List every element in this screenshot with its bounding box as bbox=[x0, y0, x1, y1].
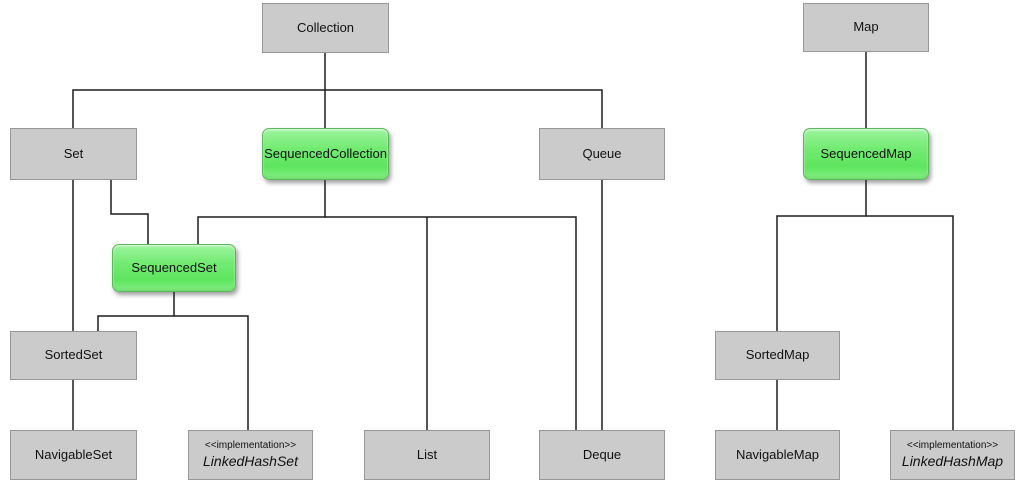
node-label-sequencedset: SequencedSet bbox=[131, 259, 217, 275]
node-deque: Deque bbox=[539, 430, 665, 480]
node-label-navigableset: NavigableSet bbox=[34, 446, 113, 462]
node-label-set: Set bbox=[63, 145, 84, 161]
node-navigablemap: NavigableMap bbox=[715, 430, 840, 480]
edge-sequencedset-to-sortedset bbox=[97, 292, 175, 331]
node-label-list: List bbox=[416, 446, 438, 462]
node-linkedhashmap: <<implementation>> LinkedHashMap bbox=[890, 430, 1015, 480]
edge-sequencedmap-to-sortedmap bbox=[776, 180, 867, 331]
node-linkedhashset: <<implementation>> LinkedHashSet bbox=[188, 430, 313, 480]
node-label-map: Map bbox=[853, 19, 879, 35]
node-sortedmap: SortedMap bbox=[715, 331, 840, 380]
edge-sequencedmap-to-linkedhashmap bbox=[866, 215, 954, 430]
node-sequencedcollection: SequencedCollection bbox=[262, 128, 389, 180]
edge-sequencedcollection-to-sequencedset bbox=[197, 180, 326, 244]
edge-collection-to-queue bbox=[325, 89, 603, 128]
node-sequencedset: SequencedSet bbox=[112, 244, 236, 292]
node-map: Map bbox=[803, 3, 929, 52]
edge-sequencedset-to-linkedhashset bbox=[174, 315, 249, 430]
node-list: List bbox=[364, 430, 490, 480]
node-label-deque: Deque bbox=[582, 446, 622, 462]
node-navigableset: NavigableSet bbox=[10, 430, 137, 480]
node-collection: Collection bbox=[262, 3, 389, 53]
node-label-queue: Queue bbox=[582, 145, 622, 161]
node-label-sequencedmap: SequencedMap bbox=[820, 145, 912, 161]
node-label-sequencedcollection: SequencedCollection bbox=[264, 145, 387, 161]
node-label-sortedset: SortedSet bbox=[44, 347, 103, 363]
node-label-linkedhashmap: LinkedHashMap bbox=[901, 453, 1004, 469]
node-label-navigablemap: NavigableMap bbox=[735, 446, 820, 462]
node-queue: Queue bbox=[539, 128, 665, 180]
node-label-linkedhashset: LinkedHashSet bbox=[203, 453, 298, 469]
node-label-sortedmap: SortedMap bbox=[745, 347, 810, 363]
stereotype-label-linkedhashset: <<implementation>> bbox=[204, 439, 297, 451]
edge-sequencedcollection-to-deque bbox=[325, 216, 577, 430]
edge-set-to-sequencedset bbox=[110, 180, 149, 244]
stereotype-label-linkedhashmap: <<implementation>> bbox=[906, 439, 999, 451]
node-label-collection: Collection bbox=[296, 19, 355, 35]
node-set: Set bbox=[10, 128, 137, 180]
node-sortedset: SortedSet bbox=[10, 331, 137, 380]
edge-collection-to-set bbox=[72, 89, 325, 128]
node-sequencedmap: SequencedMap bbox=[803, 128, 929, 180]
